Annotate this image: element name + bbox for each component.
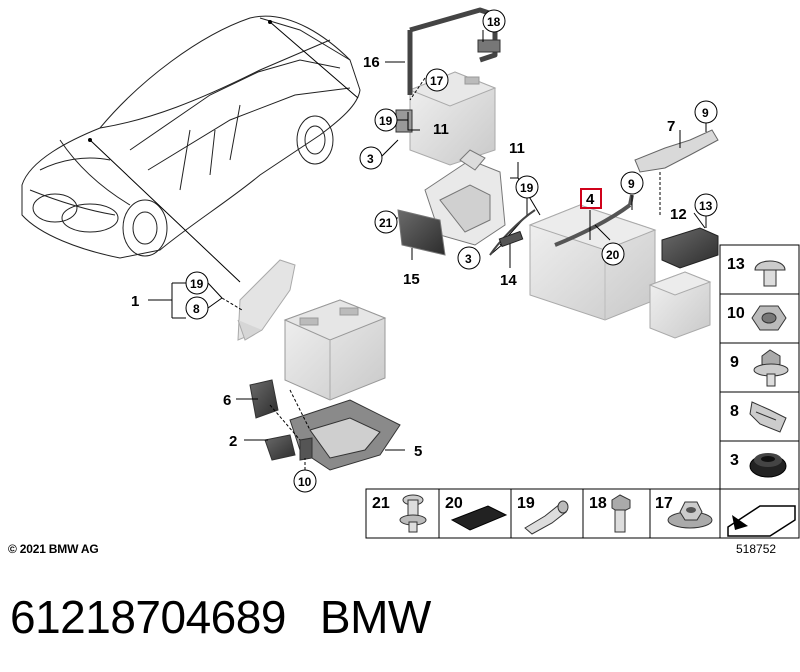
legend-num-20: 20 bbox=[445, 495, 463, 512]
callout-4-highlight bbox=[580, 188, 602, 209]
hose-elbow-icon bbox=[524, 500, 569, 535]
callout-13: 13 bbox=[699, 199, 713, 213]
legend-bottom-row bbox=[365, 488, 800, 539]
part-number-line: 61218704689 BMW bbox=[10, 590, 431, 644]
grommet-icon bbox=[749, 453, 787, 478]
clip-icon bbox=[749, 401, 787, 433]
circled-callouts bbox=[185, 9, 718, 493]
flange-nut-icon bbox=[667, 501, 713, 529]
legend-num-10: 10 bbox=[727, 305, 745, 322]
callout-3-upper: 3 bbox=[367, 152, 374, 166]
callout-19-upper: 19 bbox=[379, 114, 393, 128]
callout-14: 14 bbox=[500, 272, 517, 289]
legend-num-13: 13 bbox=[727, 256, 745, 273]
legend-num-18: 18 bbox=[589, 495, 607, 512]
callout-11-upper: 11 bbox=[433, 121, 449, 138]
legend-num-9: 9 bbox=[730, 354, 739, 371]
car-outline bbox=[21, 15, 361, 259]
callout-8: 8 bbox=[193, 302, 200, 316]
battery-right bbox=[528, 194, 657, 321]
car-point-front bbox=[88, 138, 92, 142]
callout-19-center: 19 bbox=[520, 181, 534, 195]
callout-11-center: 11 bbox=[509, 140, 525, 157]
bolt-icon bbox=[753, 349, 789, 387]
legend-num-8: 8 bbox=[730, 403, 739, 420]
cable-center bbox=[489, 209, 536, 256]
callout-6: 6 bbox=[223, 392, 231, 409]
battery-cover-lower bbox=[237, 259, 296, 341]
part-number: 61218704689 bbox=[10, 591, 286, 643]
module-12 bbox=[661, 227, 719, 269]
center-bracket bbox=[397, 149, 506, 256]
callout-3-center: 3 bbox=[465, 252, 472, 266]
callout-2: 2 bbox=[229, 433, 237, 450]
callout-9-center: 9 bbox=[628, 177, 635, 191]
car-leader-lines bbox=[89, 21, 359, 283]
callout-10: 10 bbox=[298, 475, 312, 489]
callout-5: 5 bbox=[414, 443, 422, 460]
callout-20: 20 bbox=[606, 248, 620, 262]
callout-21: 21 bbox=[379, 216, 393, 230]
bracket-7 bbox=[634, 129, 719, 173]
callout-18: 18 bbox=[487, 15, 501, 29]
push-rivet-icon bbox=[399, 494, 427, 533]
rivet-icon bbox=[754, 260, 786, 287]
callout-12: 12 bbox=[670, 206, 687, 223]
diagram-reference: 518752 bbox=[736, 542, 777, 556]
hex-bolt-icon bbox=[611, 494, 631, 533]
battery-tray-lower bbox=[249, 379, 401, 471]
callout-16: 16 bbox=[363, 54, 380, 71]
legend-num-21: 21 bbox=[372, 495, 390, 512]
callout-7: 7 bbox=[667, 118, 675, 135]
callout-19-left: 19 bbox=[190, 277, 204, 291]
legend-num-19: 19 bbox=[517, 495, 535, 512]
callout-4: 4 bbox=[586, 191, 595, 208]
callout-9-right: 9 bbox=[702, 106, 709, 120]
battery-lower-left bbox=[283, 299, 387, 401]
copyright-text: © 2021 BMW AG bbox=[8, 542, 99, 556]
car-point-rear bbox=[268, 20, 272, 24]
callout-1: 1 bbox=[131, 293, 139, 310]
battery-upper bbox=[395, 7, 501, 166]
lower-leader-lines bbox=[148, 282, 405, 470]
right-leader-lines bbox=[589, 118, 707, 241]
legend-num-3: 3 bbox=[730, 452, 739, 469]
upper-leader-lines bbox=[379, 30, 484, 159]
nut-icon bbox=[751, 305, 787, 331]
callout-17: 17 bbox=[430, 74, 444, 88]
pad-icon bbox=[450, 505, 508, 531]
legend-num-17: 17 bbox=[655, 495, 673, 512]
brand-name: BMW bbox=[319, 591, 431, 643]
arrow-icon bbox=[727, 505, 796, 537]
callout-15: 15 bbox=[403, 271, 420, 288]
small-battery bbox=[648, 271, 712, 339]
